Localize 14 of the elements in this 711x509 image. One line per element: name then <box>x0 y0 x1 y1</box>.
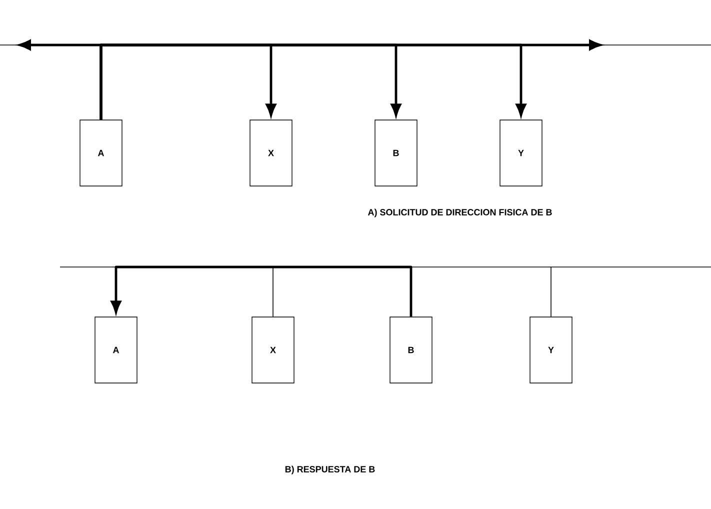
station-box: A <box>94 316 138 384</box>
drop-line <box>272 266 274 318</box>
station-box: A <box>80 120 122 186</box>
station-box: Y <box>530 316 572 384</box>
station-box: B <box>374 120 418 186</box>
drop-line <box>550 266 552 318</box>
station-box: Y <box>500 120 542 186</box>
station-box: X <box>252 316 294 384</box>
station-box: B <box>390 316 432 384</box>
panel-caption: A) SOLICITUD DE DIRECCION FISICA DE B <box>368 208 552 218</box>
arrow <box>110 266 412 317</box>
station-box: X <box>250 120 292 186</box>
bus-line <box>60 266 711 268</box>
panel-caption: B) RESPUESTA DE B <box>285 466 375 474</box>
